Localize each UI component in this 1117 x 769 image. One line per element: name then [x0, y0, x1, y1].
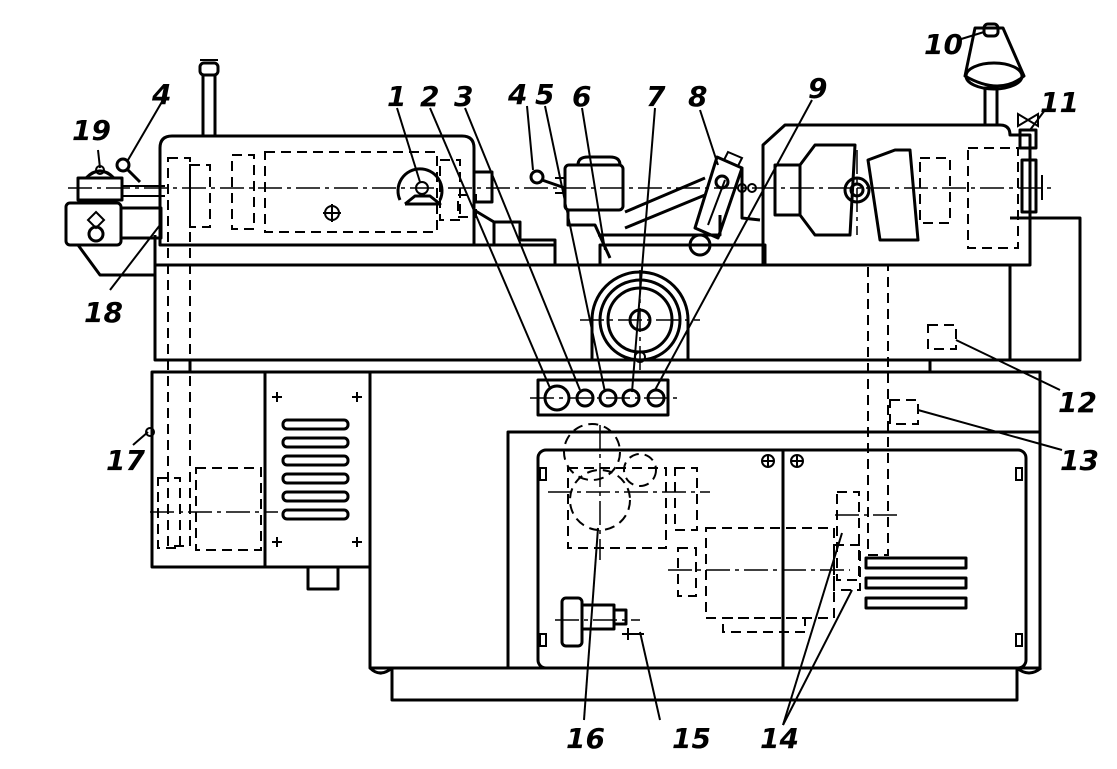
callout-3: 3 — [454, 80, 473, 113]
callout-5: 5 — [535, 78, 554, 111]
base-plinth — [368, 666, 1042, 702]
callout-10: 10 — [924, 28, 963, 61]
center-lines — [68, 150, 1055, 621]
unit-15 — [560, 596, 644, 648]
callout-9: 9 — [808, 72, 827, 105]
electric-cabinet — [145, 370, 372, 591]
callout-4-mid: 4 — [507, 78, 527, 111]
main-cabinet — [368, 370, 1042, 670]
callout-15: 15 — [672, 722, 711, 755]
callout-12: 12 — [1058, 386, 1097, 419]
callout-7: 7 — [646, 80, 666, 113]
headstock — [158, 59, 557, 265]
items-12-13 — [889, 324, 957, 425]
left-drive — [64, 157, 165, 277]
gearbox-16 — [563, 423, 698, 597]
callout-11: 11 — [1040, 86, 1079, 119]
callout-13: 13 — [1060, 444, 1099, 477]
callout-18: 18 — [84, 296, 123, 329]
callout-8: 8 — [688, 80, 707, 113]
callout-6: 6 — [572, 80, 591, 113]
callout-4-left: 4 — [151, 78, 171, 111]
callout-2: 2 — [420, 80, 439, 113]
leader-lines — [97, 31, 1063, 726]
callout-17: 17 — [106, 444, 145, 477]
callout-16: 16 — [566, 722, 605, 755]
left-belt-drive — [157, 157, 262, 551]
tailstock — [761, 22, 1043, 581]
callout-19: 19 — [72, 114, 111, 147]
callout-labels: 1 2 3 4 4 5 6 7 8 9 10 11 12 13 14 15 16… — [72, 28, 1099, 755]
callout-1: 1 — [387, 80, 406, 113]
callout-14: 14 — [760, 722, 799, 755]
motor-assembly — [705, 527, 861, 633]
